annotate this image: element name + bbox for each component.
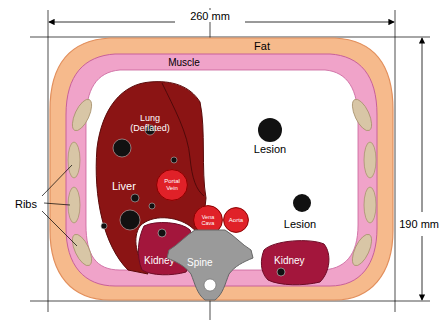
aorta-circle: Aorta	[223, 207, 249, 233]
dimension-width: 260 mm	[188, 10, 232, 22]
layer-name: Fat	[254, 40, 270, 52]
organ-name: Aorta	[229, 217, 243, 224]
organ-name: Liver	[112, 180, 136, 192]
organ-name: Lung (Deflated)	[124, 114, 176, 134]
lesion-label: Lesion	[254, 143, 286, 155]
organ-name: Portal Vein	[160, 178, 184, 191]
lesion-label: Lesion	[284, 218, 316, 230]
dimension-height: 190 mm	[397, 218, 441, 230]
organ-name: Spine	[187, 257, 213, 268]
organ-name: Kidney	[274, 255, 305, 266]
organ-name: Vena Cava	[197, 214, 219, 226]
spine-shape: Spine	[165, 228, 255, 302]
kidney-organ: Kidney	[260, 238, 332, 286]
layer-name: Muscle	[168, 57, 200, 68]
part-name: Ribs	[15, 198, 37, 210]
portal-vein-circle: Portal Vein	[156, 169, 188, 201]
